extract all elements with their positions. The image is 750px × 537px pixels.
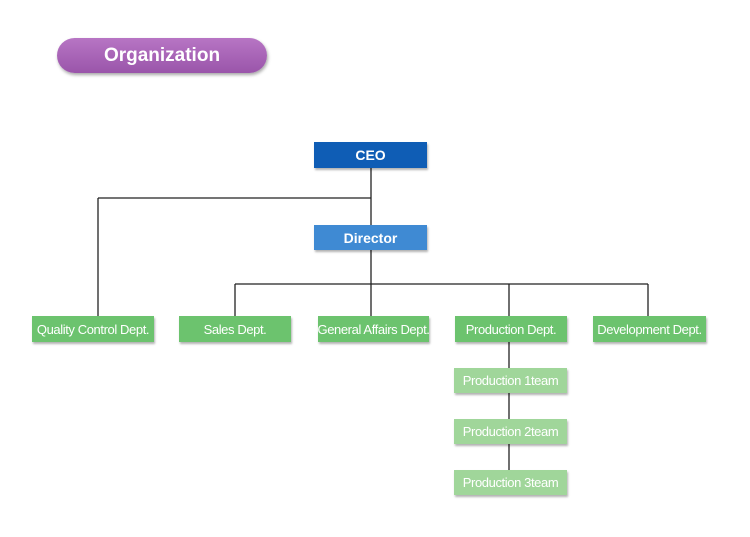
node-director: Director [314,225,427,250]
node-development-dept: Development Dept. [593,316,706,342]
node-production-dept: Production Dept. [455,316,567,342]
node-sales-dept: Sales Dept. [179,316,291,342]
node-production-3team: Production 3team [454,470,567,495]
node-ceo: CEO [314,142,427,168]
node-production-2team: Production 2team [454,419,567,444]
page-title: Organization [57,38,267,73]
node-quality-control-dept: Quality Control Dept. [32,316,154,342]
node-general-affairs-dept: General Affairs Dept. [317,316,430,342]
node-production-1team: Production 1team [454,368,567,393]
